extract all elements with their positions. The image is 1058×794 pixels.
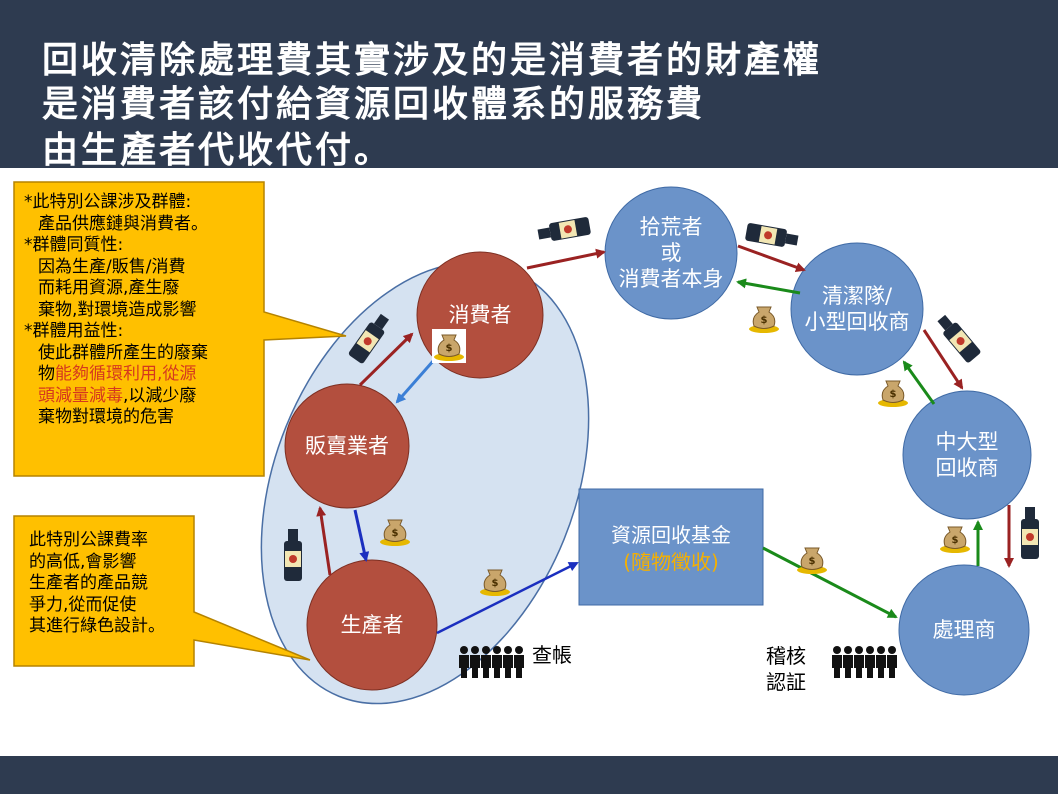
fund-title: 資源回收基金 [611, 523, 731, 547]
money-bag-icon [939, 526, 971, 554]
arrow-retailer-to-producer [353, 509, 370, 562]
processor-label: 處理商 [932, 618, 996, 642]
money-bag-icon [432, 329, 466, 363]
midlarge-recycler-node [902, 390, 1032, 520]
callout-1-line: 產品供應鏈與消費者。 [38, 213, 208, 234]
bottle-icon [536, 216, 592, 244]
callout-2-line: 此特別公課費率 [29, 530, 148, 550]
callout-1-line: 使此群體所產生的廢棄 [38, 342, 208, 363]
money-bag-icon [748, 306, 780, 334]
audit-check-label: 查帳 [532, 643, 572, 667]
callout-2-line: 其進行綠色設計。 [29, 616, 165, 636]
bottle-icon [1021, 507, 1039, 559]
producer-label: 生產者 [340, 613, 404, 637]
arrow-scavenger-to-cleaning [737, 244, 806, 272]
cleaning-label-line-2: 小型回收商 [804, 310, 910, 334]
arrow-fund-to-processor [762, 546, 898, 619]
audit-verify-line-2: 認証 [766, 670, 806, 694]
processor-node [898, 564, 1030, 696]
arrow-producer-to-retailer [316, 506, 332, 576]
consumer-label: 消費者 [448, 303, 512, 327]
scavenger-label-line-2: 或 [660, 241, 682, 265]
audit-verify-label: 稽核 認証 [766, 643, 806, 695]
callout-2-text: 此特別公課費率 的高低,會影響 生產者的產品競 爭力,從而促使 其進行綠色設計。 [29, 530, 165, 638]
arrow-producer-to-fund [436, 561, 579, 635]
cleaning-team-label: 清潔隊/ 小型回收商 [805, 283, 910, 335]
scavenger-label-line-3: 消費者本身 [618, 267, 724, 291]
title-line-1: 回收清除處理費其實涉及的是消費者的財產權 [42, 39, 823, 81]
callout-1-line: 物能夠循環利用,從源 [24, 364, 208, 386]
arrow-consumer-to-scavenger [526, 248, 606, 270]
midlarge-label-line-2: 回收商 [935, 456, 999, 480]
recycling-fund-box [578, 488, 764, 606]
callout-1-line: 因為生產/販售/消費 [38, 256, 186, 277]
arrow-midlarge-to-cleaning [902, 360, 936, 405]
retailer-label: 販賣業者 [305, 434, 389, 458]
auditors-right-icon [832, 646, 897, 678]
callout-1-line: *群體用益性: [24, 321, 124, 341]
midlarge-label-line-1: 中大型 [935, 430, 999, 454]
arrow-retailer-to-consumer [358, 332, 414, 387]
callout-1-highlight: 頭減量減毒 [38, 385, 123, 406]
callout-2-line: 的高低,會影響 [29, 551, 137, 572]
title-line-2: 是消費者該付給資源回收體系的服務費 [42, 83, 706, 125]
callout-1-line: 頭減量減毒,以減少廢 [24, 386, 208, 408]
callout-1-text-part: 物 [38, 364, 55, 384]
header-bar [0, 0, 1058, 168]
cleaning-team-node [790, 242, 924, 376]
producer-node [306, 559, 438, 691]
money-bag-icon [796, 547, 828, 575]
retailer-node [284, 383, 410, 509]
scavenger-label: 拾荒者 或 消費者本身 [619, 214, 724, 292]
callout-1-text: *此特別公課涉及群體: 產品供應鏈與消費者。 *群體同質性: 因為生產/販售/消… [24, 192, 208, 429]
bottle-icon [744, 222, 800, 250]
callout-box-1 [13, 181, 347, 477]
midlarge-recycler-label: 中大型 回收商 [936, 429, 999, 481]
arrow-consumer-to-retailer [395, 359, 436, 404]
recycling-fund-label: 資源回收基金 (隨物徵收) [579, 522, 763, 576]
callout-1-line: *此特別公課涉及群體: [24, 192, 192, 212]
arrow-cleaning-to-midlarge [922, 329, 964, 390]
audit-verify-line-1: 稽核 [766, 644, 806, 668]
callout-2-line: 爭力,從而促使 [29, 594, 137, 615]
callout-2-line: 生產者的產品競 [29, 573, 148, 593]
arrow-cleaning-to-scavenger [736, 278, 801, 295]
footer-bar [0, 756, 1058, 794]
callout-1-text-part: ,以減少廢 [123, 385, 197, 406]
callout-1-line: 棄物,對環境造成影響 [38, 299, 197, 320]
callout-box-2 [13, 515, 311, 667]
callout-1-line: *群體同質性: [24, 235, 124, 255]
fund-subtitle: (隨物徵收) [623, 550, 719, 574]
title-line-3: 由生產者代收代付。 [42, 129, 394, 171]
callout-1-highlight: 能夠循環利用,從源 [55, 364, 197, 384]
scavenger-label-line-1: 拾荒者 [639, 215, 703, 239]
callout-1-line: 而耗用資源,產生廢 [38, 278, 180, 298]
money-bag-icon [877, 380, 909, 408]
callout-1-line: 棄物對環境的危害 [38, 407, 174, 427]
cleaning-label-line-1: 清潔隊/ [821, 284, 893, 308]
